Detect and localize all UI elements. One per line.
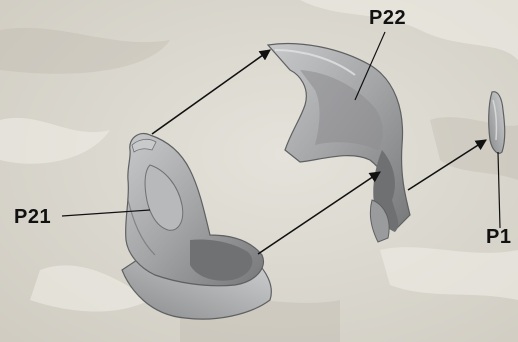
part-p21-base xyxy=(122,133,271,319)
leader-line-p1 xyxy=(498,152,500,228)
label-p21: P21 xyxy=(14,206,51,229)
part-p22-shell xyxy=(268,44,410,242)
label-p1: P1 xyxy=(486,226,511,249)
arrow-p21-to-p22-bottom xyxy=(258,172,380,254)
arrow-p21-to-p22-top xyxy=(152,50,270,134)
part-p1-piece xyxy=(489,92,505,154)
label-p22: P22 xyxy=(369,7,406,30)
arrow-p22-to-p1 xyxy=(408,140,486,190)
